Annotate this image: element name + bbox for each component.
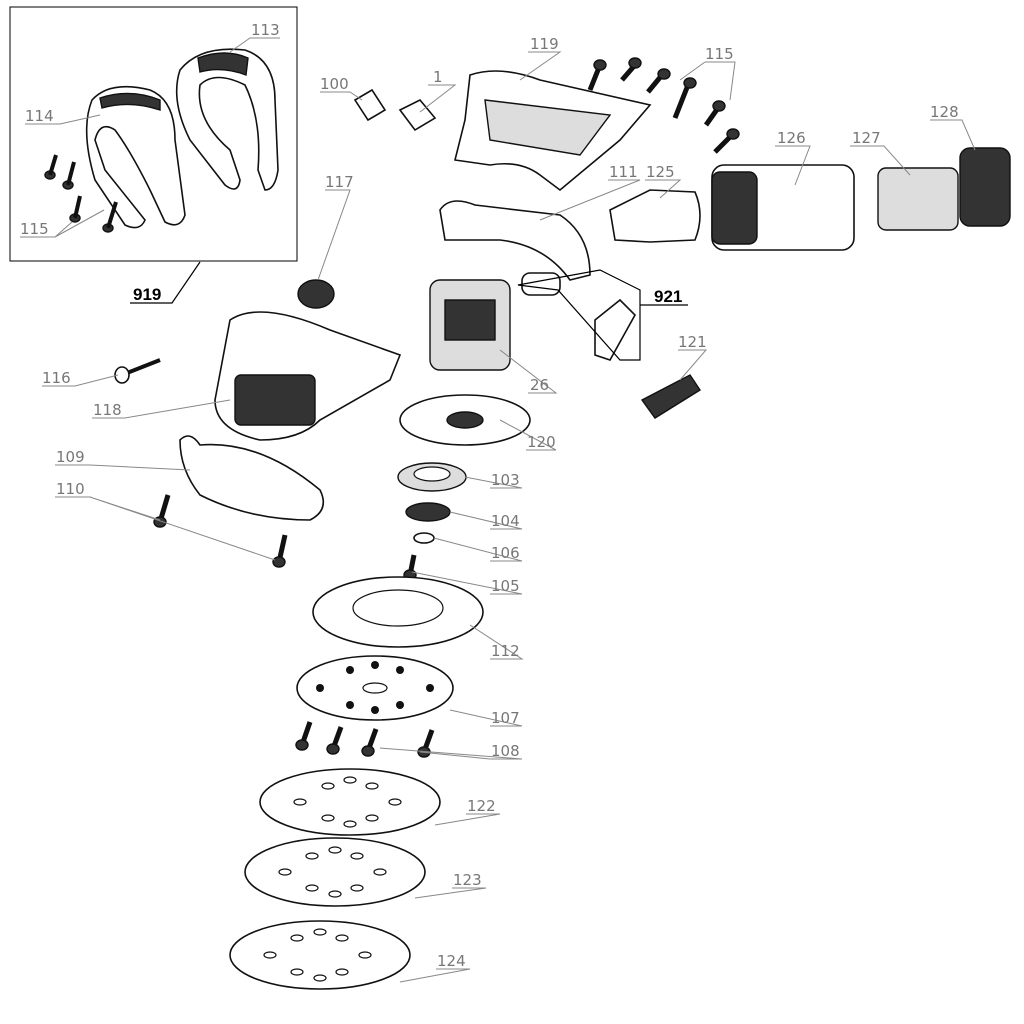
part-121 — [640, 374, 701, 419]
handle-cover-113 — [175, 48, 279, 191]
label-109: 109 — [56, 448, 85, 466]
label-107: 107 — [491, 709, 520, 727]
label-122: 122 — [467, 797, 496, 815]
disc-124 — [229, 920, 411, 990]
label-128: 128 — [930, 103, 959, 121]
part-117 — [297, 279, 335, 309]
label-26: 26 — [530, 376, 549, 394]
part-128 — [959, 147, 1011, 227]
screw-105 — [403, 554, 417, 581]
label-116: 116 — [42, 369, 71, 387]
part-125 — [609, 189, 701, 243]
label-125: 125 — [646, 163, 675, 181]
disc-123 — [244, 837, 426, 907]
label-127: 127 — [852, 129, 881, 147]
label-110: 110 — [56, 480, 85, 498]
leader-lines — [20, 37, 976, 983]
label-106: 106 — [491, 544, 520, 562]
label-112: 112 — [491, 642, 520, 660]
label-921: 921 — [654, 287, 682, 306]
label-1: 1 — [433, 68, 443, 86]
screws-115 — [587, 57, 740, 154]
part-109 — [179, 435, 325, 521]
label-123: 123 — [453, 871, 482, 889]
disc-122 — [259, 768, 441, 836]
label-120: 120 — [527, 433, 556, 451]
label-919: 919 — [133, 285, 161, 304]
screws-108 — [295, 721, 435, 758]
label-104: 104 — [491, 512, 520, 530]
label-111: 111 — [609, 163, 638, 181]
label-115-inset: 115 — [20, 220, 49, 238]
label-113: 113 — [251, 21, 280, 39]
label-114: 114 — [25, 107, 54, 125]
label-119: 119 — [530, 35, 559, 53]
part-921-cap — [521, 272, 561, 296]
label-126: 126 — [777, 129, 806, 147]
inset-box-919 — [9, 6, 298, 262]
label-105: 105 — [491, 577, 520, 595]
label-103: 103 — [491, 471, 520, 489]
label-108: 108 — [491, 742, 520, 760]
label-121: 121 — [678, 333, 707, 351]
part-111 — [439, 200, 591, 281]
bearing-104 — [405, 502, 451, 522]
label-117: 117 — [325, 173, 354, 191]
washer-106 — [413, 532, 435, 544]
pin-116 — [114, 358, 161, 384]
screws-115-inset — [44, 154, 118, 233]
label-118: 118 — [93, 401, 122, 419]
label-115: 115 — [705, 45, 734, 63]
label-124: 124 — [437, 952, 466, 970]
part-127 — [877, 167, 959, 231]
label-100: 100 — [320, 75, 349, 93]
part-100 — [353, 88, 387, 122]
handle-cover-114 — [85, 85, 186, 229]
part-921-switch — [594, 298, 636, 361]
